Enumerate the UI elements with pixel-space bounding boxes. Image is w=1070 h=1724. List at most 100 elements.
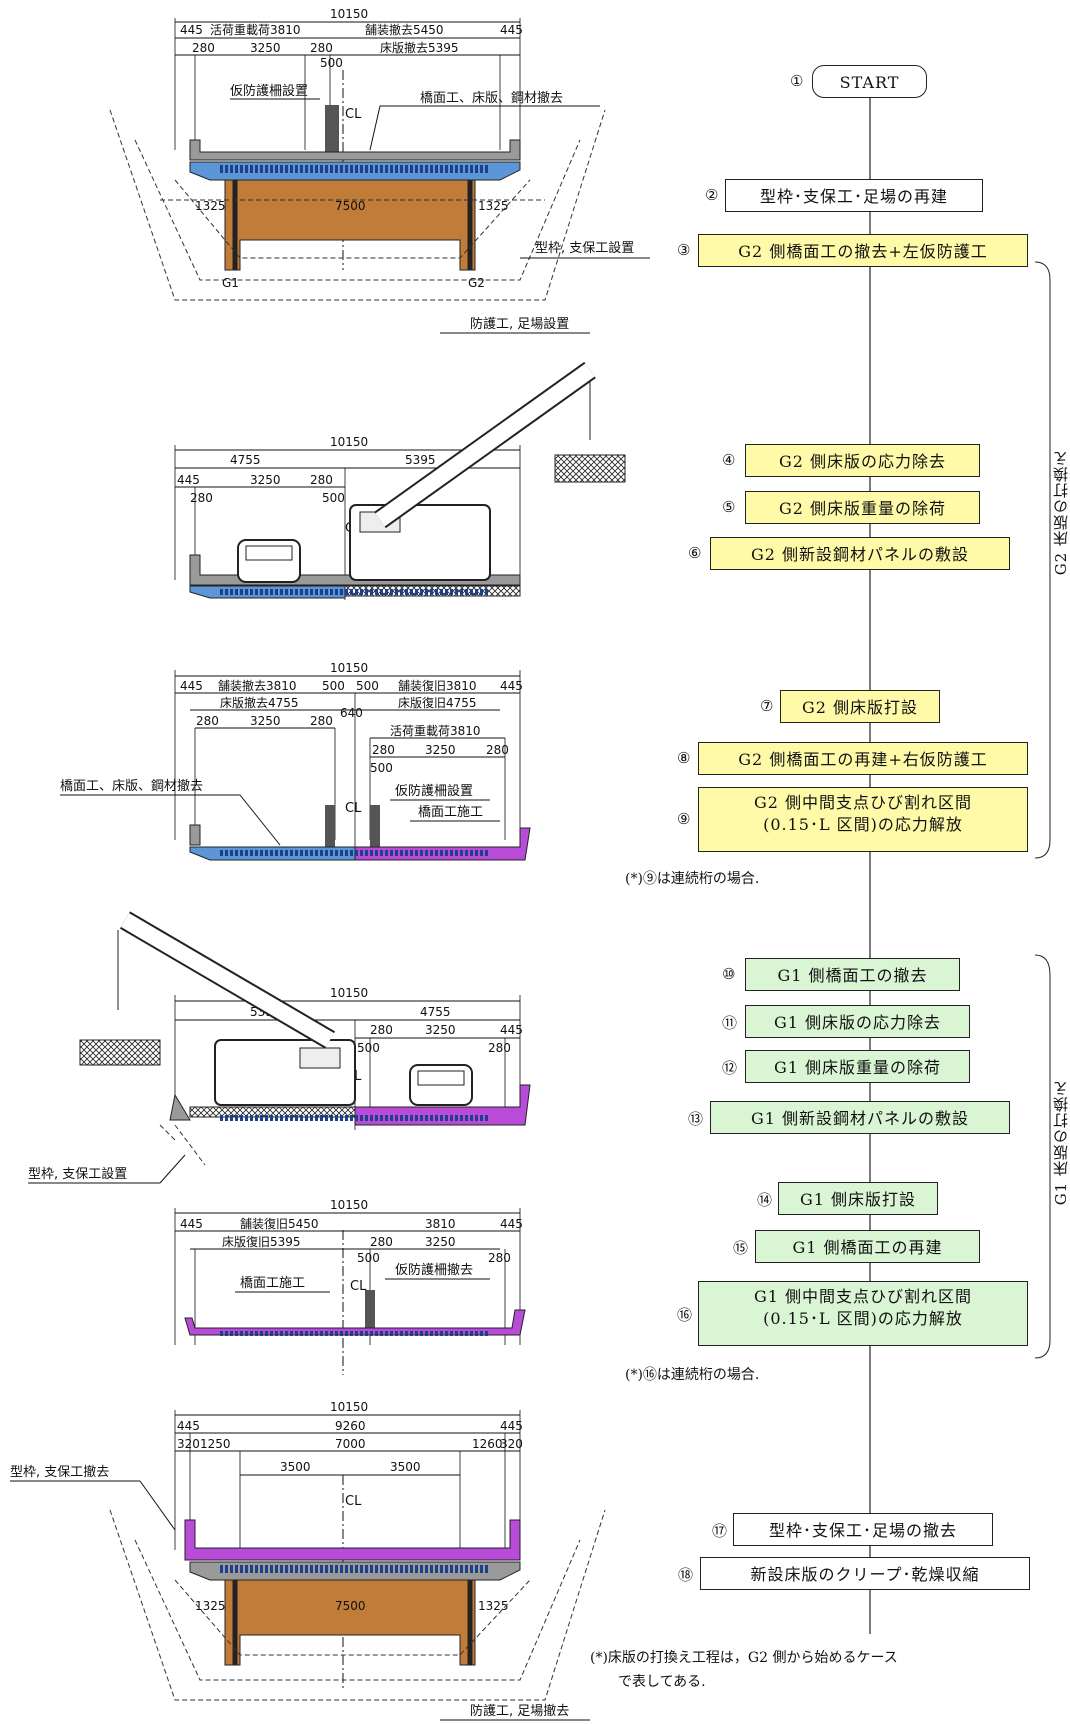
- dim-text: 3810: [425, 1217, 456, 1231]
- flow-step-text: G2 側橋面工の撤去+左仮防護工: [699, 241, 1027, 263]
- flow-bracket-g1: [1035, 955, 1050, 1358]
- label: 型枠, 支保工設置: [535, 240, 634, 256]
- dim-text: 280: [486, 743, 509, 757]
- dim-text: 500: [357, 1251, 380, 1265]
- section-6-cross-section: 10150 445 9260 445 320 1250 7000 1260 32…: [10, 1400, 605, 1720]
- dim-text: 5395: [405, 453, 436, 467]
- dim-text: 280: [370, 1235, 393, 1249]
- flow-step-14: G1 側床版打設: [778, 1182, 938, 1215]
- flow-step-9: G2 側中間支点ひび割れ区間(0.15･L 区間)の応力解放: [698, 787, 1028, 852]
- dim-text: 10150: [330, 7, 368, 21]
- dim-text: 1325: [478, 199, 509, 213]
- dim-text: 3250: [425, 1023, 456, 1037]
- dim-text: 1325: [195, 199, 226, 213]
- section-1-cross-section: 10150 445 活荷重載荷3810 舗装撤去5450 445 280 325…: [110, 7, 650, 333]
- new-deck-slab: [185, 1520, 520, 1560]
- dim-text: 床版撤去4755: [220, 695, 299, 710]
- label: 型枠, 支保工設置: [28, 1166, 127, 1182]
- section-5-cross-section: 10150 445 舗装復旧5450 3810 445 床版復旧5395 280…: [175, 1198, 525, 1375]
- dim-text: 445: [180, 23, 203, 37]
- dim-text: 3250: [250, 473, 281, 487]
- flow-step-1: START: [812, 65, 927, 98]
- dim-text: 4755: [230, 453, 261, 467]
- dim-text: 10150: [330, 1198, 368, 1212]
- section-3-cross-section: 10150 445 舗装撤去3810 500 500 舗装復旧3810 445 …: [60, 661, 530, 860]
- flow-step-number: ⑮: [733, 1237, 748, 1258]
- dim-text: 280: [310, 473, 333, 487]
- flow-step-text: G2 側中間支点ひび割れ区間: [699, 792, 1027, 814]
- dim-text: 3500: [280, 1460, 311, 1474]
- dim-text: 10150: [330, 661, 368, 675]
- dim-text: 3250: [425, 743, 456, 757]
- flow-step-number: ⑤: [722, 498, 735, 516]
- dim-text: 280: [310, 714, 333, 728]
- dim-text: 舗装復旧3810: [398, 678, 477, 693]
- dim-text: 3500: [390, 1460, 421, 1474]
- dim-text: 活荷重載荷3810: [210, 23, 301, 37]
- flow-step-5: G2 側床版重量の除荷: [745, 491, 980, 524]
- dim-text: 445: [500, 1217, 523, 1231]
- note-step16: (*)⑯は連続桁の場合.: [625, 1364, 759, 1384]
- label: CL: [345, 107, 362, 122]
- dim-text: 445: [500, 1023, 523, 1037]
- label: 仮防護柵設置: [230, 83, 308, 99]
- flow-step-text: (0.15･L 区間)の応力解放: [699, 1308, 1027, 1330]
- flow-step-text: 型枠･支保工･足場の撤去: [734, 1520, 992, 1542]
- flow-step-10: G1 側橋面工の撤去: [745, 958, 960, 991]
- dim-text: 3250: [425, 1235, 456, 1249]
- flow-step-number: ①: [790, 72, 803, 90]
- label: 仮防護柵撤去: [395, 1262, 473, 1278]
- label: 防護工, 足場設置: [470, 316, 569, 332]
- dim-text: 640: [340, 706, 363, 720]
- label: CL: [345, 1494, 362, 1509]
- section-4-cross-section: 10150 5395 4755 280 3250 445 500 280 CL: [28, 920, 530, 1183]
- dim-text: 7000: [335, 1437, 366, 1451]
- flow-step-text: G2 側新設鋼材パネルの敷設: [711, 544, 1009, 566]
- flow-step-4: G2 側床版の応力除去: [745, 444, 980, 477]
- flow-step-number: ⑨: [677, 810, 690, 828]
- flow-step-2: 型枠･支保工･足場の再建: [725, 179, 983, 212]
- section-2-cross-section: 10150 4755 5395 445 3250 280 280 500 CL: [175, 370, 625, 600]
- flow-step-12: G1 側床版重量の除荷: [745, 1050, 970, 1083]
- hoisted-panel: [80, 1040, 160, 1065]
- flow-step-text: G2 側橋面工の再建+右仮防護工: [699, 749, 1027, 771]
- dim-text: G2: [468, 276, 485, 290]
- girder-web: [225, 180, 475, 270]
- flow-step-number: ⑱: [678, 1564, 693, 1585]
- flow-step-number: ⑥: [688, 544, 701, 562]
- flow-bracket-g2: [1035, 262, 1050, 858]
- flow-step-text: 新設床版のクリープ･乾燥収縮: [701, 1564, 1029, 1586]
- dim-text: 445: [500, 23, 523, 37]
- dim-text: 10150: [330, 1400, 368, 1414]
- dim-text: 445: [177, 473, 200, 487]
- dim-text: 1260: [472, 1437, 503, 1451]
- dim-text: 280: [196, 714, 219, 728]
- flow-step-number: ⑫: [722, 1057, 737, 1078]
- dim-text: 500: [322, 491, 345, 505]
- dim-text: 1325: [478, 1599, 509, 1613]
- dim-text: 舗装復旧5450: [240, 1216, 319, 1231]
- bracket-label-g1: G1 床版の打換え: [1050, 1080, 1070, 1205]
- dim-text: 500: [357, 1041, 380, 1055]
- label: 橋面工施工: [418, 805, 483, 820]
- flow-step-number: ③: [677, 241, 690, 259]
- dim-text: 舗装撤去5450: [365, 22, 444, 37]
- dim-text: 3250: [250, 714, 281, 728]
- flow-step-7: G2 側床版打設: [780, 690, 940, 723]
- dim-text: 1250: [200, 1437, 231, 1451]
- label: 橋面工施工: [240, 1276, 305, 1291]
- dim-text: 3250: [250, 41, 281, 55]
- flow-step-17: 型枠･支保工･足場の撤去: [733, 1513, 993, 1546]
- flow-step-text: G1 側新設鋼材パネルの敷設: [711, 1108, 1009, 1130]
- dim-text: 445: [500, 1419, 523, 1433]
- flow-step-text: G1 側床版打設: [779, 1189, 937, 1211]
- dim-text: 10150: [330, 435, 368, 449]
- label: CL: [345, 801, 362, 816]
- dim-text: 445: [180, 679, 203, 693]
- flow-step-13: G1 側新設鋼材パネルの敷設: [710, 1101, 1010, 1134]
- dim-text: 4755: [420, 1005, 451, 1019]
- flow-step-number: ④: [722, 451, 735, 469]
- label: 防護工, 足場撤去: [470, 1703, 569, 1719]
- dim-text: 活荷重載荷3810: [390, 724, 481, 738]
- label: 橋面工、床版、鋼材撤去: [60, 778, 203, 794]
